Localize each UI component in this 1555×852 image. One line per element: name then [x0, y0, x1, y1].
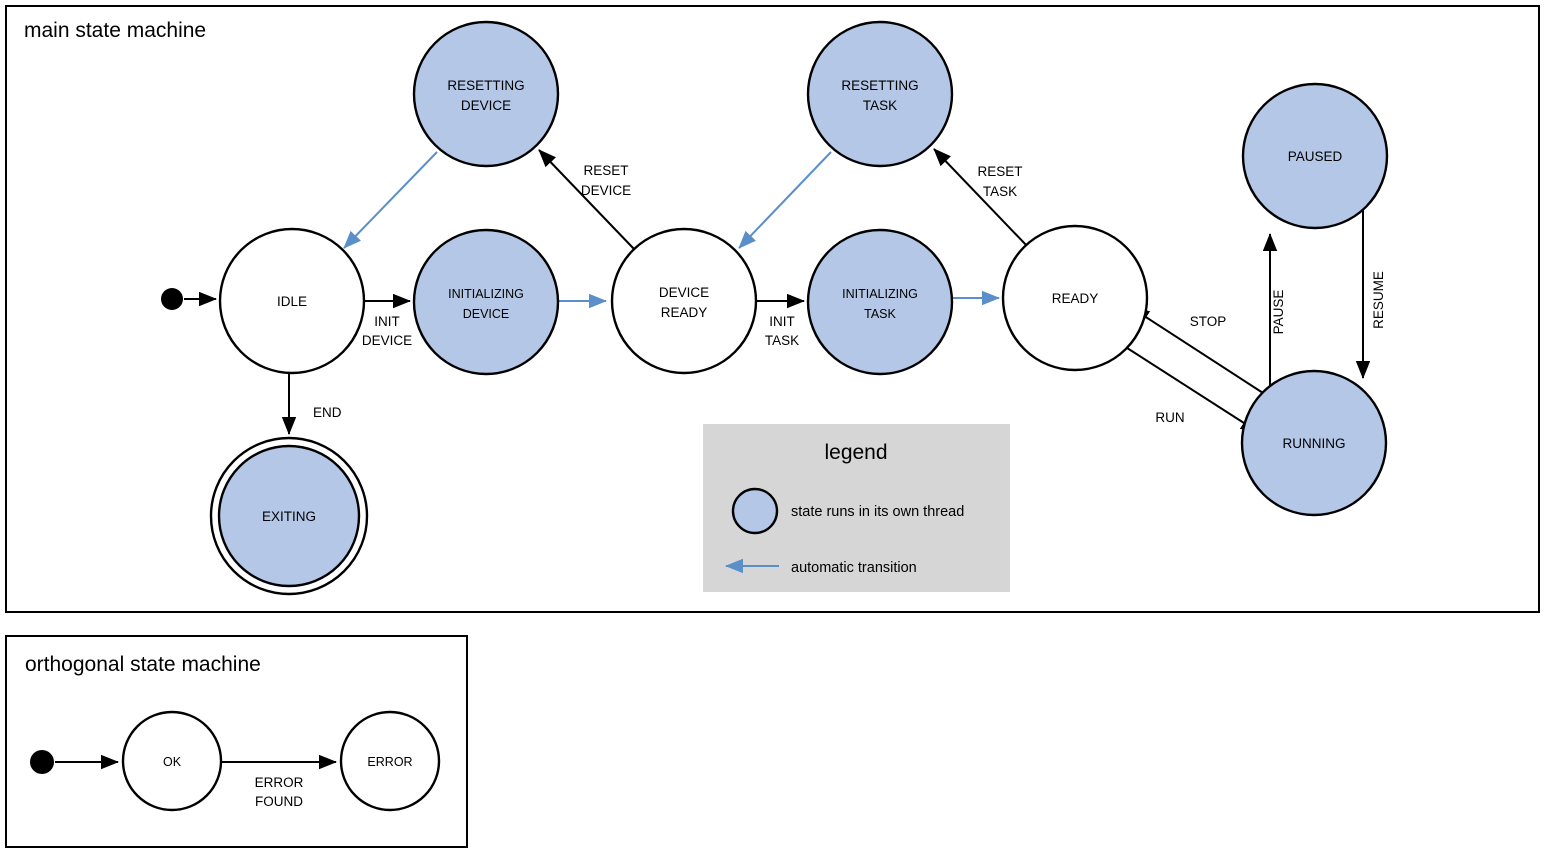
- state-initializing-task-circle[interactable]: [806, 228, 954, 376]
- edge-label-reset-task-line2: TASK: [983, 184, 1017, 199]
- legend-title: legend: [824, 441, 887, 464]
- edge-label-end: END: [313, 405, 342, 420]
- edge-label-error-found-line2: FOUND: [255, 794, 303, 809]
- state-ready-circle[interactable]: [1001, 224, 1149, 372]
- state-device-ready[interactable]: DEVICE READY: [610, 227, 758, 375]
- state-resetting-task-label-line2: TASK: [863, 98, 897, 113]
- edge-label-pause: PAUSE: [1271, 290, 1286, 335]
- state-ready-label: READY: [1052, 291, 1099, 306]
- state-exiting-circle[interactable]: [217, 444, 361, 588]
- edge-label-init-device-line2: DEVICE: [362, 333, 412, 348]
- legend-thread-state-swatch: [731, 487, 779, 535]
- state-idle-label: IDLE: [277, 294, 307, 309]
- state-ready[interactable]: READY: [1001, 224, 1149, 372]
- edge-label-init-task-line2: TASK: [765, 333, 799, 348]
- initial-state-dot-orthogonal: [30, 750, 54, 774]
- legend: legend state runs in its own thread auto…: [703, 424, 1010, 592]
- edge-label-reset-device-line2: DEVICE: [581, 183, 631, 198]
- state-resetting-device-label-line2: DEVICE: [461, 98, 511, 113]
- state-device-ready-label-line1: DEVICE: [659, 285, 709, 300]
- state-resetting-task-label-line1: RESETTING: [841, 78, 918, 93]
- edge-running-to-ready-stop: [1131, 307, 1264, 394]
- state-error[interactable]: ERROR: [339, 710, 441, 812]
- state-initializing-task-label-line1: INITIALIZING: [842, 287, 918, 301]
- state-resetting-task-circle[interactable]: [806, 20, 954, 168]
- edge-label-error-found-line1: ERROR: [255, 775, 304, 790]
- state-running[interactable]: RUNNING: [1240, 369, 1388, 517]
- state-initializing-device-label-line1: INITIALIZING: [448, 287, 524, 301]
- state-idle[interactable]: IDLE: [218, 227, 366, 375]
- state-resetting-device[interactable]: RESETTING DEVICE: [412, 20, 560, 168]
- state-error-label: ERROR: [367, 755, 412, 769]
- state-initializing-device-label-line2: DEVICE: [463, 307, 510, 321]
- edge-label-run: RUN: [1155, 410, 1184, 425]
- state-resetting-task[interactable]: RESETTING TASK: [806, 20, 954, 168]
- legend-auto-transition-text: automatic transition: [791, 560, 917, 576]
- state-paused[interactable]: PAUSED: [1241, 82, 1389, 230]
- state-device-ready-circle[interactable]: [610, 227, 758, 375]
- state-initializing-device[interactable]: INITIALIZING DEVICE: [412, 228, 560, 376]
- state-running-label: RUNNING: [1283, 436, 1346, 451]
- state-resetting-device-label-line1: RESETTING: [447, 78, 524, 93]
- state-error-circle[interactable]: [339, 710, 441, 812]
- edge-device-ready-to-resetting-device: [538, 149, 635, 250]
- edge-label-reset-device-line1: RESET: [583, 163, 628, 178]
- edge-label-init-task-line1: INIT: [769, 314, 795, 329]
- state-initializing-device-circle[interactable]: [412, 228, 560, 376]
- state-idle-circle[interactable]: [218, 227, 366, 375]
- state-device-ready-label-line2: READY: [661, 305, 708, 320]
- edge-label-stop: STOP: [1190, 314, 1227, 329]
- state-exiting[interactable]: EXITING: [209, 436, 369, 596]
- state-resetting-device-circle[interactable]: [412, 20, 560, 168]
- legend-thread-state-text: state runs in its own thread: [791, 504, 964, 520]
- edge-ready-to-running-run: [1123, 345, 1259, 433]
- edge-resetting-device-to-idle: [343, 151, 438, 249]
- state-exiting-label: EXITING: [262, 509, 316, 524]
- state-ok-circle[interactable]: [121, 710, 223, 812]
- edge-resetting-task-to-device-ready: [738, 151, 832, 249]
- edge-ready-to-resetting-task: [933, 148, 1029, 248]
- edge-label-init-device-line1: INIT: [374, 314, 400, 329]
- state-initializing-task[interactable]: INITIALIZING TASK: [806, 228, 954, 376]
- main-state-machine-title: main state machine: [24, 19, 206, 42]
- state-running-circle[interactable]: [1240, 369, 1388, 517]
- state-ok[interactable]: OK: [121, 710, 223, 812]
- edge-label-reset-task-line1: RESET: [977, 164, 1022, 179]
- edge-label-resume: RESUME: [1371, 271, 1386, 329]
- orthogonal-state-machine-title: orthogonal state machine: [25, 653, 261, 676]
- initial-state-dot-main: [161, 288, 183, 310]
- state-ok-label: OK: [163, 755, 182, 769]
- state-paused-label: PAUSED: [1288, 149, 1343, 164]
- state-paused-circle[interactable]: [1241, 82, 1389, 230]
- state-initializing-task-label-line2: TASK: [864, 307, 896, 321]
